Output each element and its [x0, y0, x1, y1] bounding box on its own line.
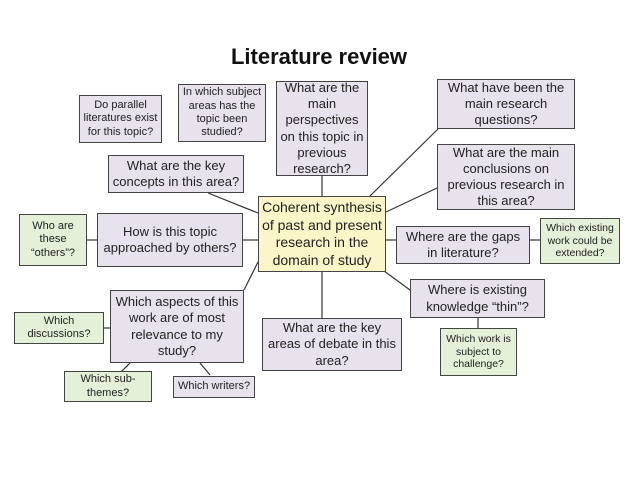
node-knowledge-thin: Where is existing knowledge “thin”?: [410, 279, 545, 318]
node-which-subthemes: Which sub-themes?: [64, 371, 152, 402]
node-gaps-in-literature: Where are the gaps in literature?: [396, 226, 530, 264]
connector-center-conclusions: [385, 187, 438, 213]
node-main-perspectives: What are the main perspectives on this t…: [276, 81, 368, 176]
node-which-discussions: Which discussions?: [14, 312, 104, 344]
node-subject-areas: In which subject areas has the topic bee…: [178, 84, 266, 142]
node-main-conclusions: What are the main conclusions on previou…: [437, 144, 575, 210]
node-which-writers: Which writers?: [173, 376, 255, 398]
connector-relevance-writers: [199, 362, 211, 376]
center-node: Coherent synthesis of past and present r…: [258, 196, 386, 272]
node-key-concepts: What are the key concepts in this area?: [108, 155, 244, 193]
node-parallel-literatures: Do parallel literatures exist for this t…: [79, 95, 162, 143]
connector-center-research-questions: [367, 128, 439, 199]
node-main-research-questions: What have been the main research questio…: [437, 79, 575, 129]
page-title: Literature review: [230, 44, 408, 69]
connector-center-relevance: [243, 261, 259, 291]
node-relevance-to-study: Which aspects of this work are of most r…: [110, 290, 244, 363]
node-existing-work-extended: Which existing work could be extended?: [540, 218, 620, 264]
node-who-are-others: Who are these “others”?: [19, 214, 87, 266]
node-approached-by-others: How is this topic approached by others?: [97, 213, 243, 267]
node-work-subject-to-challenge: Which work is subject to challenge?: [440, 328, 517, 376]
node-areas-of-debate: What are the key areas of debate in this…: [262, 318, 402, 371]
connector-center-key-concepts: [207, 192, 259, 214]
